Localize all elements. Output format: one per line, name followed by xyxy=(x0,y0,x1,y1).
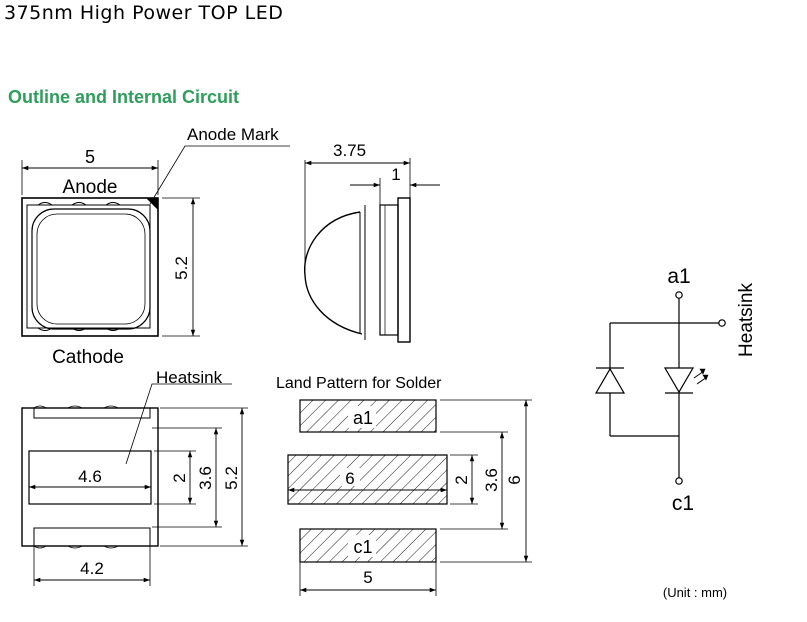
pad-a1-label-bg xyxy=(348,406,376,428)
internal-circuit xyxy=(594,291,726,485)
cathode-label: Cathode xyxy=(52,347,124,368)
land-center-width-dim: 6 xyxy=(345,469,354,488)
anode-label: Anode xyxy=(63,177,118,198)
anode-mark-label: Anode Mark xyxy=(187,125,279,144)
center-dim-bg xyxy=(340,468,360,486)
pad-c1-label: c1 xyxy=(353,537,372,557)
pad-width-dim: 4.2 xyxy=(80,559,104,578)
land-pattern xyxy=(287,399,532,596)
document-title: 375nm High Power TOP LED xyxy=(4,2,284,24)
top-height-dim: 5.2 xyxy=(172,256,191,280)
pad-a1-label: a1 xyxy=(353,408,373,428)
bottom-total-dim: 5.2 xyxy=(222,466,241,490)
section-title: Outline and Internal Circuit xyxy=(8,87,240,107)
circuit-anode-label: a1 xyxy=(667,265,690,288)
pad-span-dim: 3.6 xyxy=(196,466,215,490)
land-pad-width-dim: 5 xyxy=(363,568,372,587)
side-step-dim: 1 xyxy=(391,165,400,184)
circuit-heatsink-label: Heatsink xyxy=(736,283,757,357)
side-view xyxy=(304,158,440,343)
heatsink-width-dim: 4.6 xyxy=(78,467,102,486)
heatsink-height-dim: 2 xyxy=(170,473,189,482)
land-total-dim: 6 xyxy=(505,475,524,484)
side-depth-dim: 3.75 xyxy=(333,141,366,160)
unit-note: (Unit : mm) xyxy=(663,585,727,600)
top-width-dim: 5 xyxy=(85,147,95,167)
bottom-view xyxy=(21,383,248,586)
pad-c1-label-bg xyxy=(348,535,376,557)
heatsink-label: Heatsink xyxy=(156,368,223,387)
top-view xyxy=(21,145,290,337)
land-center-height-dim: 2 xyxy=(452,475,471,484)
land-span-dim: 3.6 xyxy=(482,468,501,492)
land-pattern-title: Land Pattern for Solder xyxy=(276,375,442,392)
circuit-cathode-label: c1 xyxy=(672,492,694,515)
